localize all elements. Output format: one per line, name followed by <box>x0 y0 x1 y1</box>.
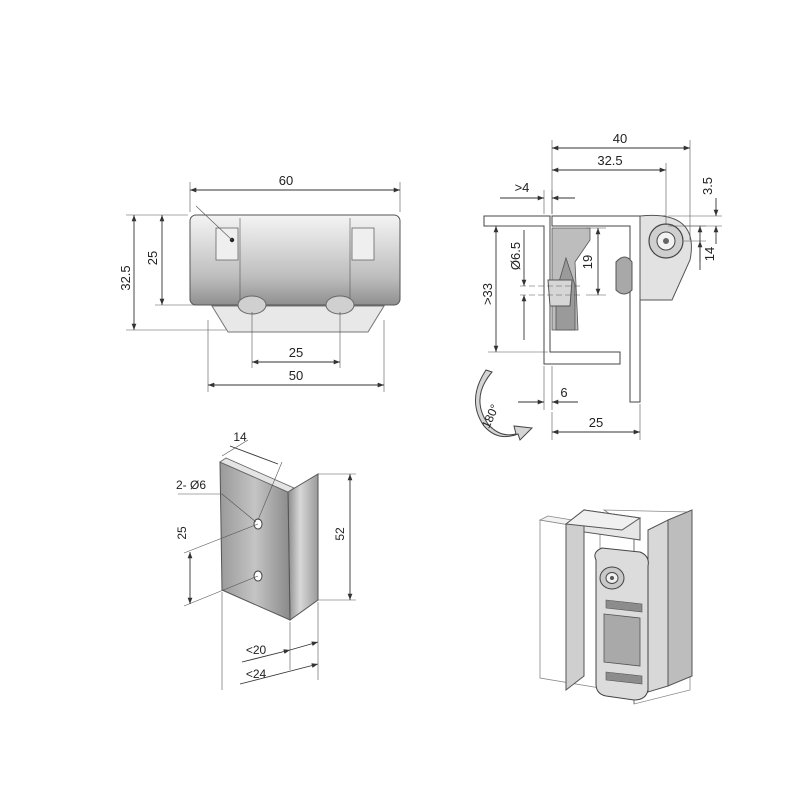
iso-right-bracket <box>667 509 693 687</box>
dim-180-deg: 180° <box>479 402 502 431</box>
dim-gt-33: >33 <box>480 283 495 305</box>
dim-25-bracket: 25 <box>175 526 189 540</box>
iso-assembly-view <box>538 508 693 705</box>
front-view: 60 32.5 25 25 50 <box>118 173 401 392</box>
dim-lt-20: <20 <box>246 643 267 657</box>
dim-14-side: 14 <box>702 247 717 261</box>
iso-left-bracket <box>565 508 585 692</box>
dim-25-spacing: 25 <box>289 345 303 360</box>
rotation-arrow-icon <box>475 369 534 441</box>
dim-gt-4: >4 <box>515 180 530 195</box>
dim-32-5-side: 32.5 <box>597 153 622 168</box>
dim-25-side: 25 <box>589 415 603 430</box>
dim-14-bracket: 14 <box>233 430 247 444</box>
side-screw <box>547 279 573 307</box>
dim-52: 52 <box>333 527 347 541</box>
dim-6: 6 <box>560 385 567 400</box>
bracket-flange <box>287 473 319 621</box>
dim-50: 50 <box>289 368 303 383</box>
bracket-view: 14 2- Ø6 25 52 <20 <24 <box>175 430 356 690</box>
side-view: 40 32.5 3.5 14 >4 >33 Ø6.5 <box>475 131 722 441</box>
front-screw-left <box>237 295 267 315</box>
dim-25-vertical: 25 <box>145 251 160 265</box>
dim-lt-24: <24 <box>246 667 267 681</box>
dim-60: 60 <box>279 173 293 188</box>
dim-2-dia-6: 2- Ø6 <box>176 478 206 492</box>
dim-dia-6-5: Ø6.5 <box>508 242 523 270</box>
dim-40: 40 <box>613 131 627 146</box>
front-barrel <box>189 214 401 306</box>
dim-3-5: 3.5 <box>700 177 715 195</box>
dim-19: 19 <box>580 255 595 269</box>
front-base-plate <box>211 305 385 333</box>
front-screw-right <box>325 295 355 315</box>
dim-32-5: 32.5 <box>118 265 133 290</box>
